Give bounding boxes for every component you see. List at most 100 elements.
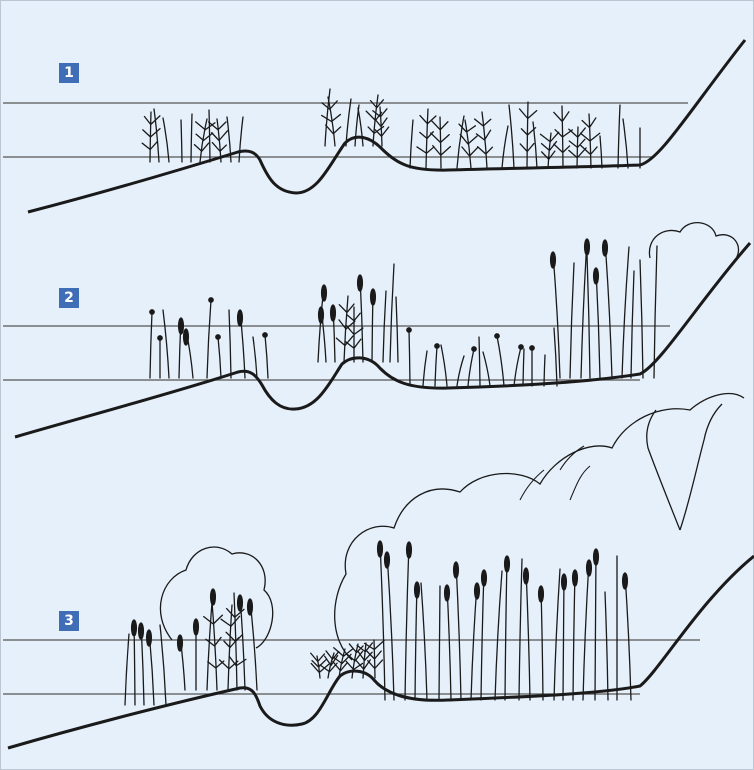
plant-stem: [457, 116, 464, 168]
plant-stem: [526, 569, 530, 700]
flower-head: [407, 328, 411, 332]
reed-seedhead: [551, 252, 556, 268]
panel-2-shrub-outline: [649, 223, 738, 262]
plant-stem: [600, 136, 602, 168]
panel-1: [3, 40, 745, 212]
reed-seedhead: [562, 574, 567, 590]
plant-stem: [502, 126, 508, 168]
plant-stem: [554, 569, 560, 700]
panel-3: [3, 394, 754, 748]
plant-stem: [554, 328, 557, 386]
reed-seedhead: [385, 552, 390, 568]
plant-stem: [390, 264, 394, 362]
flower-head: [435, 344, 439, 348]
plant-stem: [595, 550, 596, 700]
plant-stem: [471, 584, 477, 700]
plant-stem: [163, 310, 169, 378]
plant-stem: [396, 297, 398, 362]
plant-stem: [505, 557, 507, 700]
reed-seedhead: [585, 239, 590, 255]
plant-stem: [181, 120, 182, 162]
reed-seedhead: [378, 541, 383, 557]
reed-seedhead: [415, 582, 420, 598]
flower-head: [530, 346, 534, 350]
plant-stem: [625, 574, 631, 700]
panel-3-number-badge: 3: [59, 611, 79, 631]
plant-stem: [373, 107, 389, 146]
reed-seedhead: [623, 573, 628, 589]
plant-stem: [409, 330, 410, 386]
reed-seedhead: [211, 589, 216, 605]
plant-stem: [322, 97, 341, 146]
plant-stem: [229, 310, 231, 378]
flower-head: [495, 334, 499, 338]
panel-2-number-badge: 2: [59, 288, 79, 308]
plant-stem: [415, 583, 417, 700]
plant-stem: [265, 335, 268, 378]
plant-stem: [631, 271, 634, 378]
flower-head: [158, 336, 162, 340]
plant-stem: [479, 337, 480, 386]
plant-stem: [380, 542, 385, 700]
plant-stem: [191, 114, 192, 162]
plant-stem: [540, 132, 558, 168]
plant-stem: [423, 351, 427, 386]
reed-seedhead: [475, 583, 480, 599]
flower-head: [209, 298, 213, 302]
flower-head: [150, 310, 154, 314]
plant-stem: [563, 575, 564, 700]
flower-head: [519, 345, 523, 349]
reed-seedhead: [454, 562, 459, 578]
plant-stem: [495, 571, 502, 700]
panel-3-tree-branches: [647, 404, 722, 530]
reed-seedhead: [594, 549, 599, 565]
plant-stem: [421, 583, 427, 700]
reed-seedhead: [238, 310, 243, 326]
plant-stem: [596, 269, 600, 378]
plant-stem: [447, 586, 451, 700]
plant-stem: [457, 356, 464, 386]
plant-stem: [387, 553, 394, 700]
plant-stem: [573, 571, 575, 700]
reed-seedhead: [482, 570, 487, 586]
panel-3-vegetation: [125, 541, 631, 705]
plant-stem: [519, 559, 522, 700]
flower-head: [472, 347, 476, 351]
panel-2-vegetation: [150, 239, 657, 386]
plant-stem: [207, 300, 211, 378]
plant-stem: [336, 296, 355, 362]
plant-stem: [605, 592, 608, 700]
reed-seedhead: [194, 619, 199, 635]
reed-seedhead: [358, 275, 363, 291]
panel-3-large-tree-canopy: [335, 394, 744, 660]
plant-stem: [475, 112, 493, 168]
plant-stem: [209, 110, 210, 162]
plant-stem: [554, 106, 573, 168]
plant-stem: [581, 240, 587, 378]
reed-seedhead: [524, 568, 529, 584]
plant-stem: [417, 109, 436, 168]
plant-stem: [622, 247, 629, 378]
plant-stem: [623, 119, 628, 168]
reed-seedhead: [603, 240, 608, 256]
plant-stem: [163, 118, 169, 162]
reed-seedhead: [371, 289, 376, 305]
reed-seedhead: [178, 635, 183, 651]
plant-stem: [160, 625, 166, 705]
plant-stem: [345, 307, 363, 362]
reed-seedhead: [573, 570, 578, 586]
plant-stem: [410, 120, 413, 168]
plant-stem: [483, 352, 490, 386]
plant-stem: [618, 105, 620, 168]
reed-seedhead: [139, 623, 144, 639]
plant-stem: [497, 336, 504, 386]
plant-stem: [253, 337, 257, 378]
plant-stem: [239, 117, 243, 162]
panel-2-ground-profile: [15, 243, 750, 437]
plant-stem: [640, 260, 643, 378]
plant-stem: [544, 355, 545, 386]
plant-stem: [456, 563, 461, 700]
plant-stem: [204, 602, 224, 690]
reed-seedhead: [445, 585, 450, 601]
